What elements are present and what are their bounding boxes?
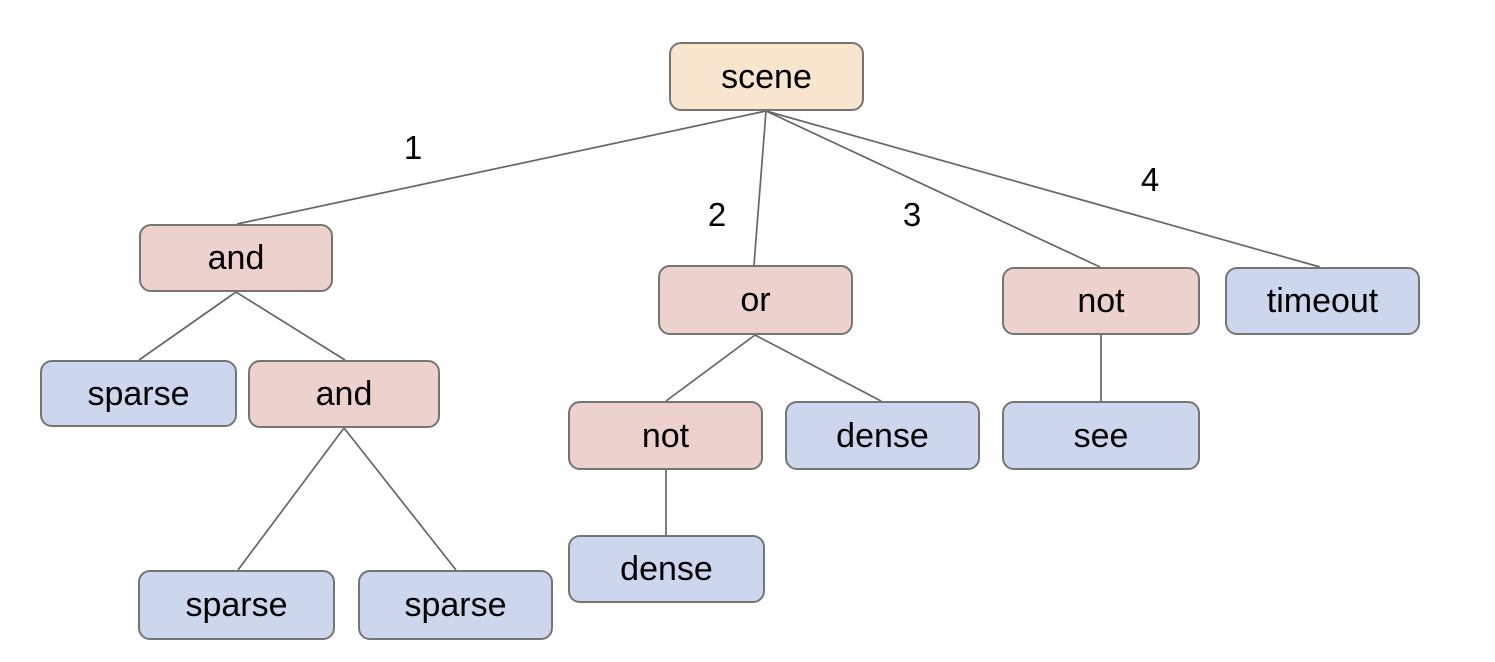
node-see: see [1002, 401, 1200, 470]
node-or: or [658, 265, 853, 335]
edge-label-3: 3 [902, 196, 922, 233]
node-sparse-3: sparse [358, 570, 553, 640]
edge-or-not-2 [665, 334, 756, 402]
edge-label-4: 4 [1140, 161, 1160, 198]
edge-and-1-and-2 [235, 291, 346, 361]
node-sparse-1: sparse [40, 360, 237, 427]
edge-label-2: 2 [707, 196, 727, 233]
node-dense-1: dense [785, 401, 980, 470]
edge-or-dense-1 [754, 334, 882, 402]
node-sparse-2: sparse [138, 570, 335, 640]
edge-and-1-sparse-1 [138, 291, 237, 361]
edge-and-2-sparse-2 [237, 427, 345, 571]
node-not-2: not [568, 401, 763, 470]
edge-and-2-sparse-3 [343, 427, 457, 571]
edge-scene-or [753, 110, 767, 266]
node-timeout: timeout [1225, 267, 1420, 335]
node-scene: scene [669, 42, 864, 111]
node-and-1: and [139, 224, 333, 292]
edge-scene-and-1 [236, 110, 767, 225]
edge-scene-timeout [765, 110, 1321, 268]
node-not-1: not [1002, 267, 1200, 335]
node-and-2: and [248, 360, 440, 428]
node-dense-2: dense [568, 535, 765, 603]
edge-label-1: 1 [403, 129, 423, 166]
edge-scene-not-1 [765, 110, 1101, 268]
